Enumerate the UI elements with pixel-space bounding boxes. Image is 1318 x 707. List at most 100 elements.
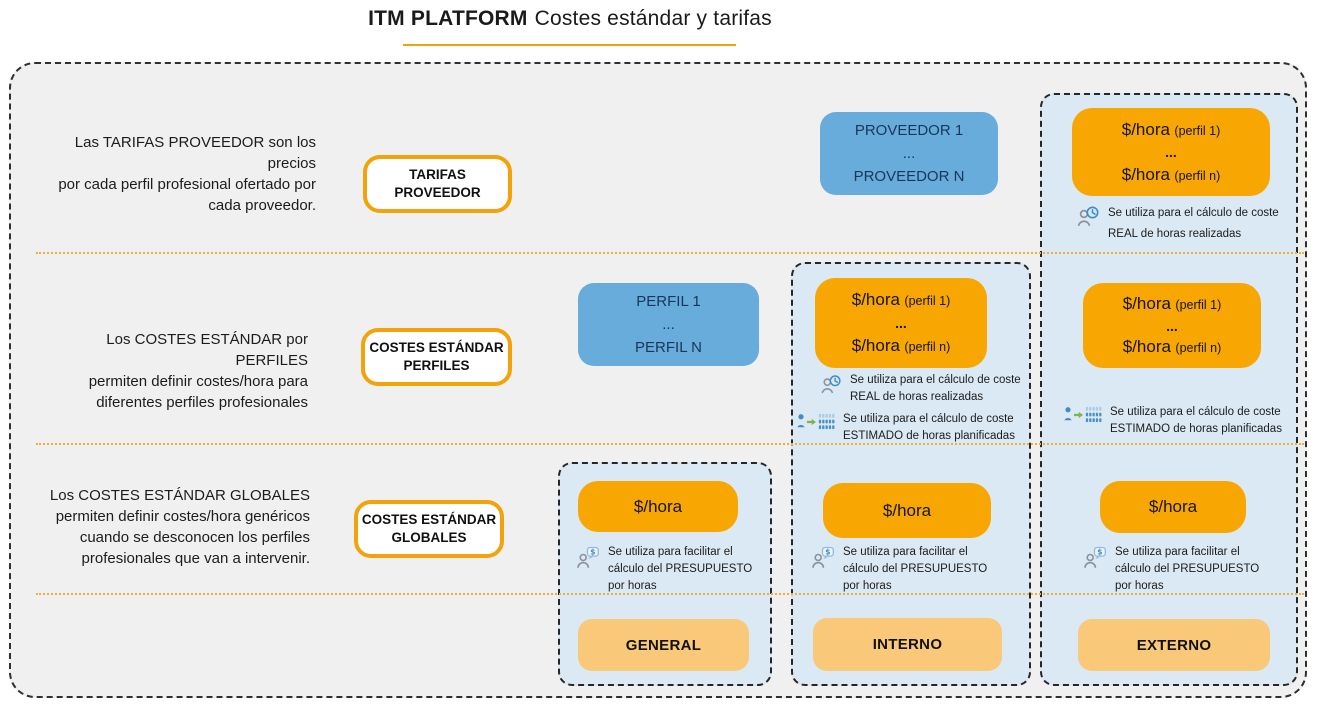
row-separator-3	[36, 593, 1304, 595]
row2-description: Los COSTES ESTÁNDAR por PERFILES permite…	[55, 329, 308, 413]
row3-description: Los COSTES ESTÁNDAR GLOBALES permiten de…	[48, 485, 310, 569]
rate-sub: (perfil n)	[1174, 168, 1221, 183]
footer-general: GENERAL	[578, 619, 749, 671]
proveedor-line2: PROVEEDOR N	[853, 168, 965, 185]
person-grid-icon	[1064, 406, 1102, 423]
note-text: Se utiliza para el cálculo de coste ESTI…	[843, 411, 1015, 445]
rate-box-interno-row3: $/hora	[823, 483, 991, 538]
note-general-presupuesto: Se utiliza para facilitar el cálculo del…	[576, 544, 766, 595]
note-line: REAL de horas realizadas	[1108, 228, 1242, 240]
rate-box-externo-row1: $/hora (perfil 1) ... $/hora (perfil n)	[1072, 108, 1270, 196]
note-line: Se utiliza para facilitar el	[1115, 546, 1240, 558]
title-subtitle: Costes estándar y tarifas	[534, 7, 772, 30]
label-costes-estandar-globales: COSTES ESTÁNDAR GLOBALES	[354, 500, 504, 558]
title-underline	[403, 44, 736, 46]
row1-description: Las TARIFAS PROVEEDOR son los precios po…	[50, 132, 316, 216]
note-line: por horas	[608, 580, 657, 592]
note-externo-row2-estimado: Se utiliza para el cálculo de coste ESTI…	[1064, 404, 1296, 438]
label-costes-estandar-perfiles: COSTES ESTÁNDAR PERFILES	[361, 328, 512, 386]
note-line: cálculo del PRESUPUESTO	[1115, 563, 1260, 575]
rate-sub: (perfil 1)	[1175, 297, 1222, 312]
footer-interno: INTERNO	[813, 618, 1002, 671]
row1-desc-line2: por cada perfil profesional ofertado por	[58, 176, 316, 193]
row-separator-1	[36, 252, 1304, 254]
rate-box-general-row3: $/hora	[578, 481, 738, 532]
note-interno-presupuesto: Se utiliza para facilitar el cálculo del…	[811, 544, 1006, 595]
person-clock-icon	[1077, 206, 1099, 227]
rate-sub: (perfil 1)	[904, 294, 951, 308]
rate-sub: (perfil 1)	[1174, 123, 1221, 138]
note-externo-row1-real: Se utiliza para el cálculo de coste REAL…	[1076, 203, 1286, 245]
row2-desc-line3: diferentes perfiles profesionales	[96, 394, 308, 411]
note-line: por horas	[1115, 580, 1164, 592]
note-text: Se utiliza para el cálculo de coste ESTI…	[1110, 404, 1282, 438]
row3-desc-line4: profesionales que van a intervenir.	[81, 550, 310, 567]
note-line: Se utiliza para el cálculo de coste	[1108, 207, 1279, 219]
rate-box-externo-row3: $/hora	[1100, 481, 1246, 533]
rate-dots: ...	[1165, 144, 1177, 160]
note-line: cálculo del PRESUPUESTO	[843, 563, 988, 575]
rate-main: $/hora	[1122, 337, 1171, 357]
row3-desc-line2: permiten definir costes/hora genéricos	[55, 508, 310, 525]
rate-sub: (perfil n)	[904, 340, 951, 354]
perfil-box: PERFIL 1 ... PERFIL N	[578, 283, 759, 366]
rate-dots: ...	[895, 315, 907, 331]
note-line: REAL de horas realizadas	[850, 391, 984, 403]
row2-desc-line2: permiten definir costes/hora para	[88, 373, 308, 390]
footer-externo-label: EXTERNO	[1136, 636, 1212, 654]
rate-line: $/hora (perfil n)	[852, 336, 951, 356]
perfil-line2: PERFIL N	[635, 339, 702, 356]
note-line: Se utiliza para facilitar el	[608, 546, 733, 558]
note-line: Se utiliza para el cálculo de coste	[843, 413, 1014, 425]
person-clock-icon	[821, 375, 841, 394]
rate-main: $/hora	[851, 336, 900, 355]
proveedor-box: PROVEEDOR 1 ... PROVEEDOR N	[820, 112, 998, 195]
note-line: por horas	[843, 580, 892, 592]
label-tarifas-line2: PROVEEDOR	[394, 185, 481, 200]
rate-main: $/hora	[1122, 293, 1171, 313]
rate-line: $/hora (perfil 1)	[1123, 294, 1222, 314]
note-line: ESTIMADO de horas planificadas	[843, 430, 1015, 442]
perfil-dots: ...	[662, 316, 675, 333]
rate-line: $/hora (perfil n)	[1122, 165, 1221, 185]
note-text: Se utiliza para el cálculo de coste REAL…	[1108, 203, 1279, 245]
person-dollar-icon	[812, 546, 835, 569]
label-perfiles-line1: COSTES ESTÁNDAR	[369, 340, 504, 355]
label-perfiles-line2: PERFILES	[403, 358, 470, 373]
proveedor-line1: PROVEEDOR 1	[854, 122, 964, 139]
label-tarifas-proveedor: TARIFAS PROVEEDOR	[363, 155, 512, 213]
note-text: Se utiliza para facilitar el cálculo del…	[608, 544, 752, 595]
rate-line: $/hora (perfil 1)	[852, 290, 951, 310]
note-line: cálculo del PRESUPUESTO	[608, 563, 753, 575]
rate-main: $/hora	[1148, 497, 1198, 516]
row2-desc-line1: Los COSTES ESTÁNDAR por PERFILES	[106, 331, 308, 369]
footer-externo: EXTERNO	[1078, 619, 1270, 671]
note-line: ESTIMADO de horas planificadas	[1110, 423, 1282, 435]
title-brand: ITM PLATFORM	[368, 7, 528, 30]
footer-general-label: GENERAL	[625, 636, 702, 654]
rate-main: $/hora	[851, 290, 900, 309]
rate-sub: (perfil n)	[1175, 341, 1222, 356]
row1-desc-line3: cada proveedor.	[208, 197, 316, 214]
note-line: Se utiliza para el cálculo de coste	[850, 374, 1021, 386]
rate-dots: ...	[1166, 317, 1178, 334]
person-dollar-icon	[1084, 546, 1107, 569]
rate-line: $/hora (perfil n)	[1123, 337, 1222, 357]
rate-main: $/hora	[882, 500, 932, 520]
row3-desc-line1: Los COSTES ESTÁNDAR GLOBALES	[49, 487, 310, 504]
note-text: Se utiliza para el cálculo de coste REAL…	[850, 372, 1021, 406]
note-line: Se utiliza para el cálculo de coste	[1110, 406, 1281, 418]
row1-desc-line1: Las TARIFAS PROVEEDOR son los precios	[74, 134, 316, 172]
note-text: Se utiliza para facilitar el cálculo del…	[843, 544, 987, 595]
rate-main: $/hora	[1121, 164, 1170, 184]
rate-box-interno-row2: $/hora (perfil 1) ... $/hora (perfil n)	[815, 278, 987, 368]
note-interno-row2-real: Se utiliza para el cálculo de coste REAL…	[820, 372, 1030, 406]
person-dollar-icon	[577, 546, 600, 569]
note-externo-presupuesto: Se utiliza para facilitar el cálculo del…	[1083, 544, 1273, 595]
row3-desc-line3: cuando se desconocen los perfiles	[79, 529, 310, 546]
rate-main: $/hora	[633, 496, 683, 516]
page-title: ITM PLATFORM Costes estándar y tarifas	[340, 7, 800, 41]
note-line: Se utiliza para facilitar el	[843, 546, 968, 558]
rate-box-externo-row2: $/hora (perfil 1) ... $/hora (perfil n)	[1083, 283, 1261, 368]
